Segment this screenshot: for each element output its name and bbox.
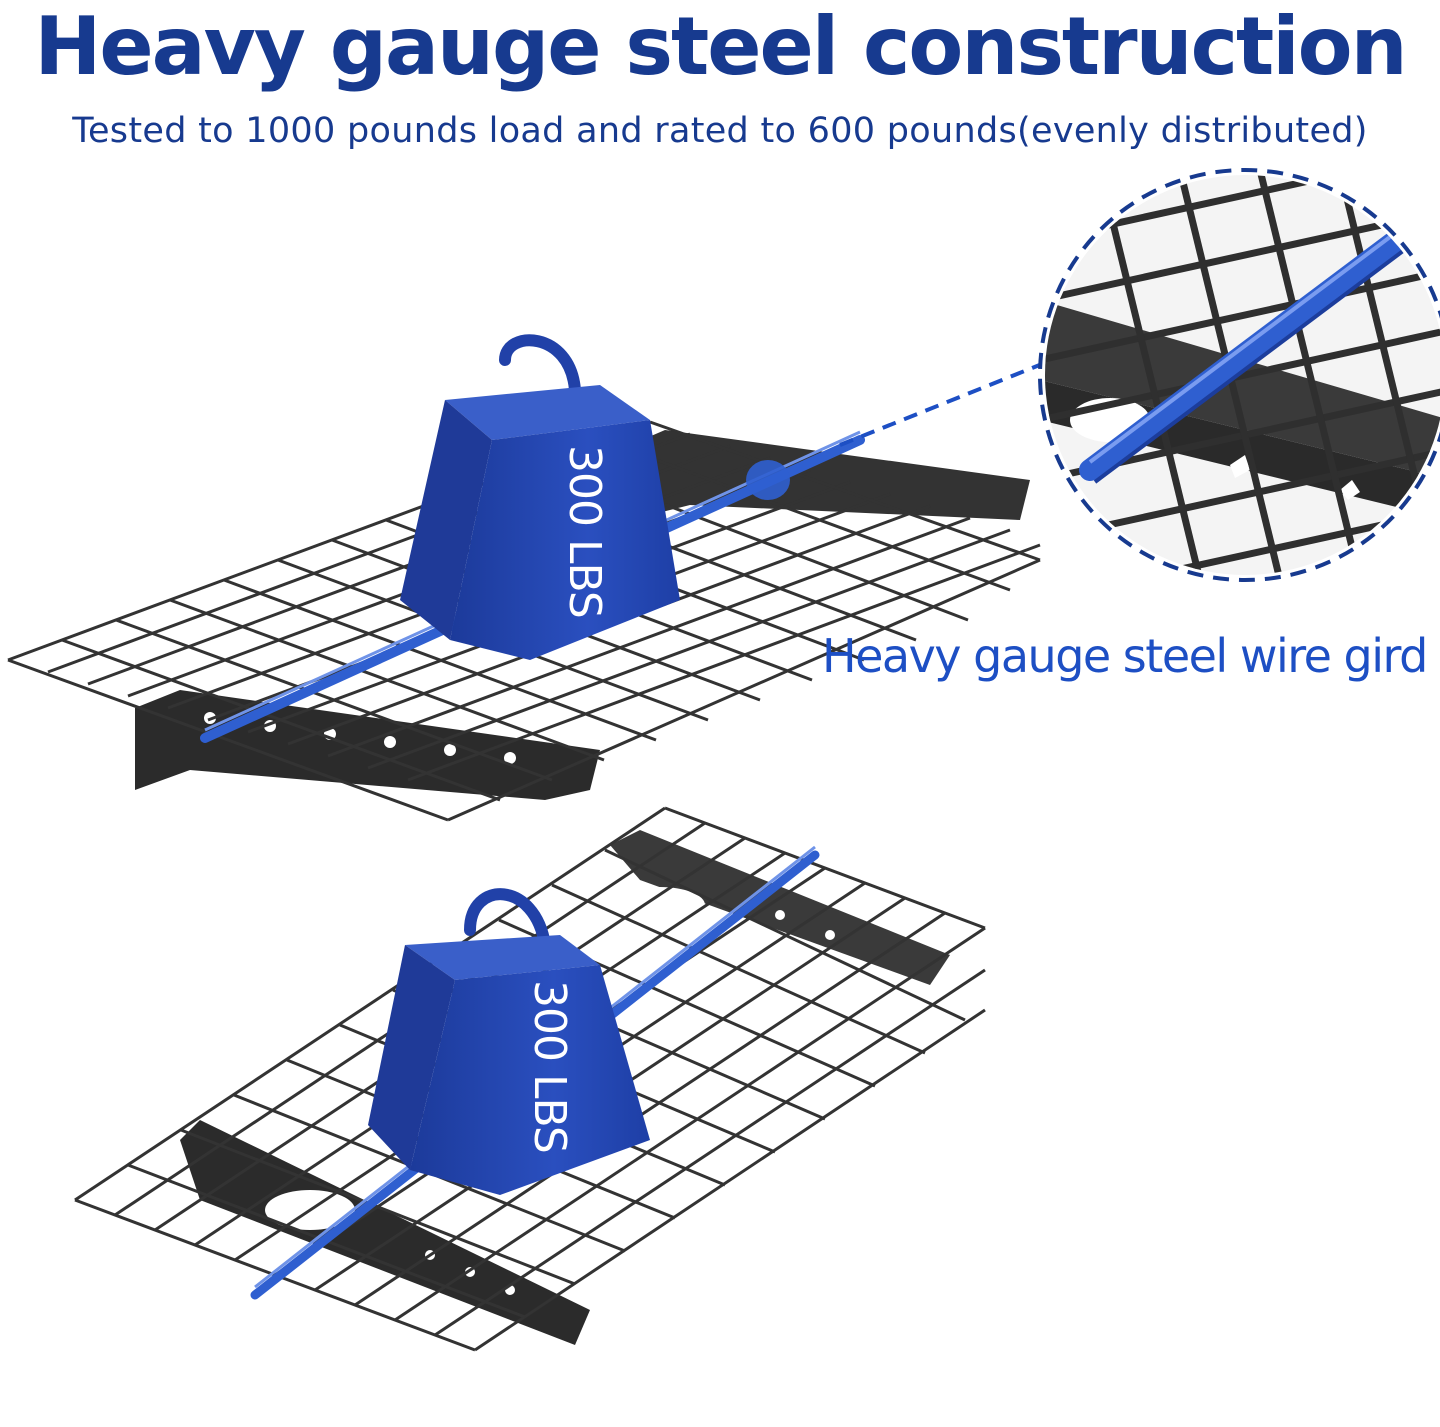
weight-block-bottom: 300 LBS bbox=[368, 888, 650, 1195]
weight-label-bottom: 300 LBS bbox=[524, 980, 575, 1153]
bottom-bracket-front bbox=[180, 1120, 590, 1345]
top-shelf: 300 LBS bbox=[7, 334, 1041, 822]
zoom-pointer-line bbox=[839, 358, 1053, 447]
right-bracket bbox=[630, 430, 1030, 520]
bottom-shelf: 300 LBS bbox=[74, 806, 986, 1352]
bottom-bracket-back bbox=[610, 830, 950, 985]
weight-label-top: 300 LBS bbox=[559, 445, 610, 618]
page-subtitle: Tested to 1000 pounds load and rated to … bbox=[72, 111, 1368, 151]
weight-block-top: 300 LBS bbox=[400, 334, 680, 660]
zoom-detail bbox=[1038, 168, 1440, 582]
wire-grid-callout: Heavy gauge steel wire gird bbox=[822, 629, 1428, 683]
page-title: Heavy gauge steel construction bbox=[34, 0, 1407, 93]
